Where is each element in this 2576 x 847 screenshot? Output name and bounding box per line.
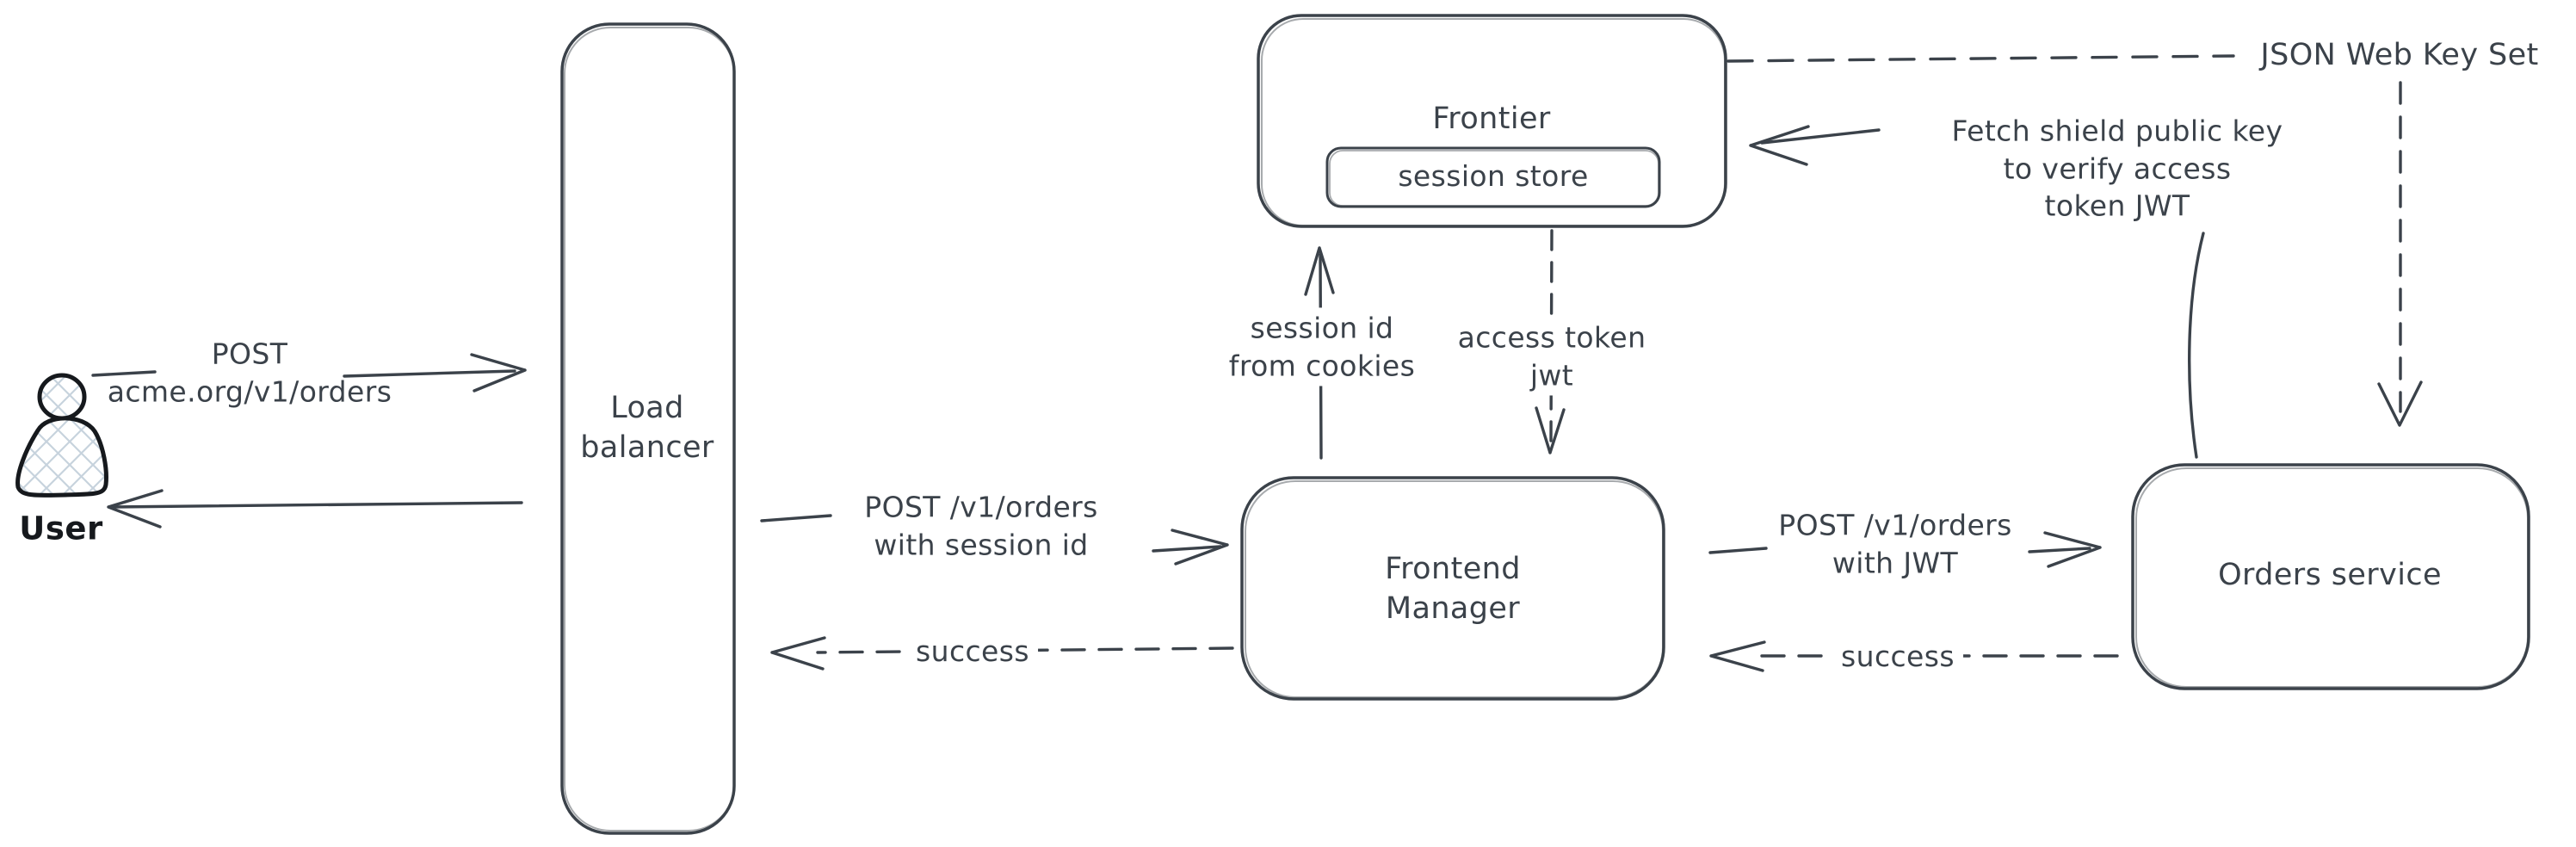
edge-label-fetch-key-line1: Fetch shield public key	[1951, 114, 2283, 148]
user-icon	[15, 373, 108, 498]
edge-label-fetch-key-line2: to verify access	[2003, 151, 2232, 186]
edge-label-user-post: POST acme.org/v1/orders	[108, 335, 392, 410]
edge-label-lb-success: success	[907, 631, 1038, 672]
edge-label-session-id: session id from cookies	[1220, 307, 1424, 386]
frontier-label: Frontier	[1432, 101, 1551, 136]
edge-label-lb-post-line1: POST /v1/orders	[864, 490, 1098, 524]
frontend-manager-box	[1240, 476, 1665, 701]
edge-label-orders-post-line1: POST /v1/orders	[1778, 508, 2012, 542]
edge-label-access-token-line2: jwt	[1529, 358, 1574, 392]
edge-label-user-post-line1: POST	[211, 337, 288, 371]
arrow-orders-to-fm-success	[1709, 640, 2119, 672]
orders-service-box	[2131, 463, 2530, 690]
edge-label-session-id-line1: session id	[1250, 311, 1394, 345]
user-node-label: User	[19, 510, 103, 547]
edge-label-fetch-key: Fetch shield public key to verify access…	[1952, 113, 2283, 226]
arrow-lb-to-fm	[760, 514, 1229, 566]
edge-label-user-post-line2: acme.org/v1/orders	[107, 374, 392, 408]
load-balancer-label-line2: balancer	[580, 430, 714, 465]
arrow-fm-to-orders	[1708, 531, 2102, 568]
arrow-jwks-to-orders	[2377, 81, 2423, 427]
edge-label-orders-post-line2: with JWT	[1832, 546, 1959, 579]
edge-label-access-token-line1: access token	[1457, 320, 1646, 355]
arrow-orders-to-frontier-fetch-key	[1749, 125, 2205, 459]
frontend-manager-label-line2: Manager	[1385, 591, 1521, 626]
arrow-frontier-to-jwks	[1727, 54, 2235, 63]
edge-label-lb-post-line2: with session id	[874, 528, 1089, 561]
arrow-lb-to-user	[107, 489, 523, 529]
arrow-user-to-lb	[91, 353, 527, 393]
load-balancer-label: Load balancer	[580, 388, 713, 467]
edge-label-session-id-line2: from cookies	[1228, 349, 1416, 382]
load-balancer-label-line1: Load	[610, 390, 684, 425]
jwks-label: JSON Web Key Set	[2260, 37, 2539, 72]
load-balancer-box	[560, 22, 736, 835]
edge-label-lb-post: POST /v1/orders with session id	[864, 488, 1097, 563]
session-store-box	[1325, 146, 1661, 208]
frontend-manager-label: Frontend Manager	[1385, 549, 1521, 628]
frontend-manager-label-line1: Frontend	[1385, 551, 1521, 586]
edge-label-fetch-key-line3: token JWT	[2044, 189, 2190, 223]
orders-service-label: Orders service	[2218, 557, 2442, 592]
edge-label-orders-post: POST /v1/orders with JWT	[1778, 506, 2011, 581]
frontier-box	[1257, 14, 1727, 228]
session-store-label: session store	[1398, 159, 1589, 194]
edge-label-access-token: access token jwt	[1449, 317, 1655, 396]
edge-label-orders-success: success	[1832, 636, 1963, 677]
